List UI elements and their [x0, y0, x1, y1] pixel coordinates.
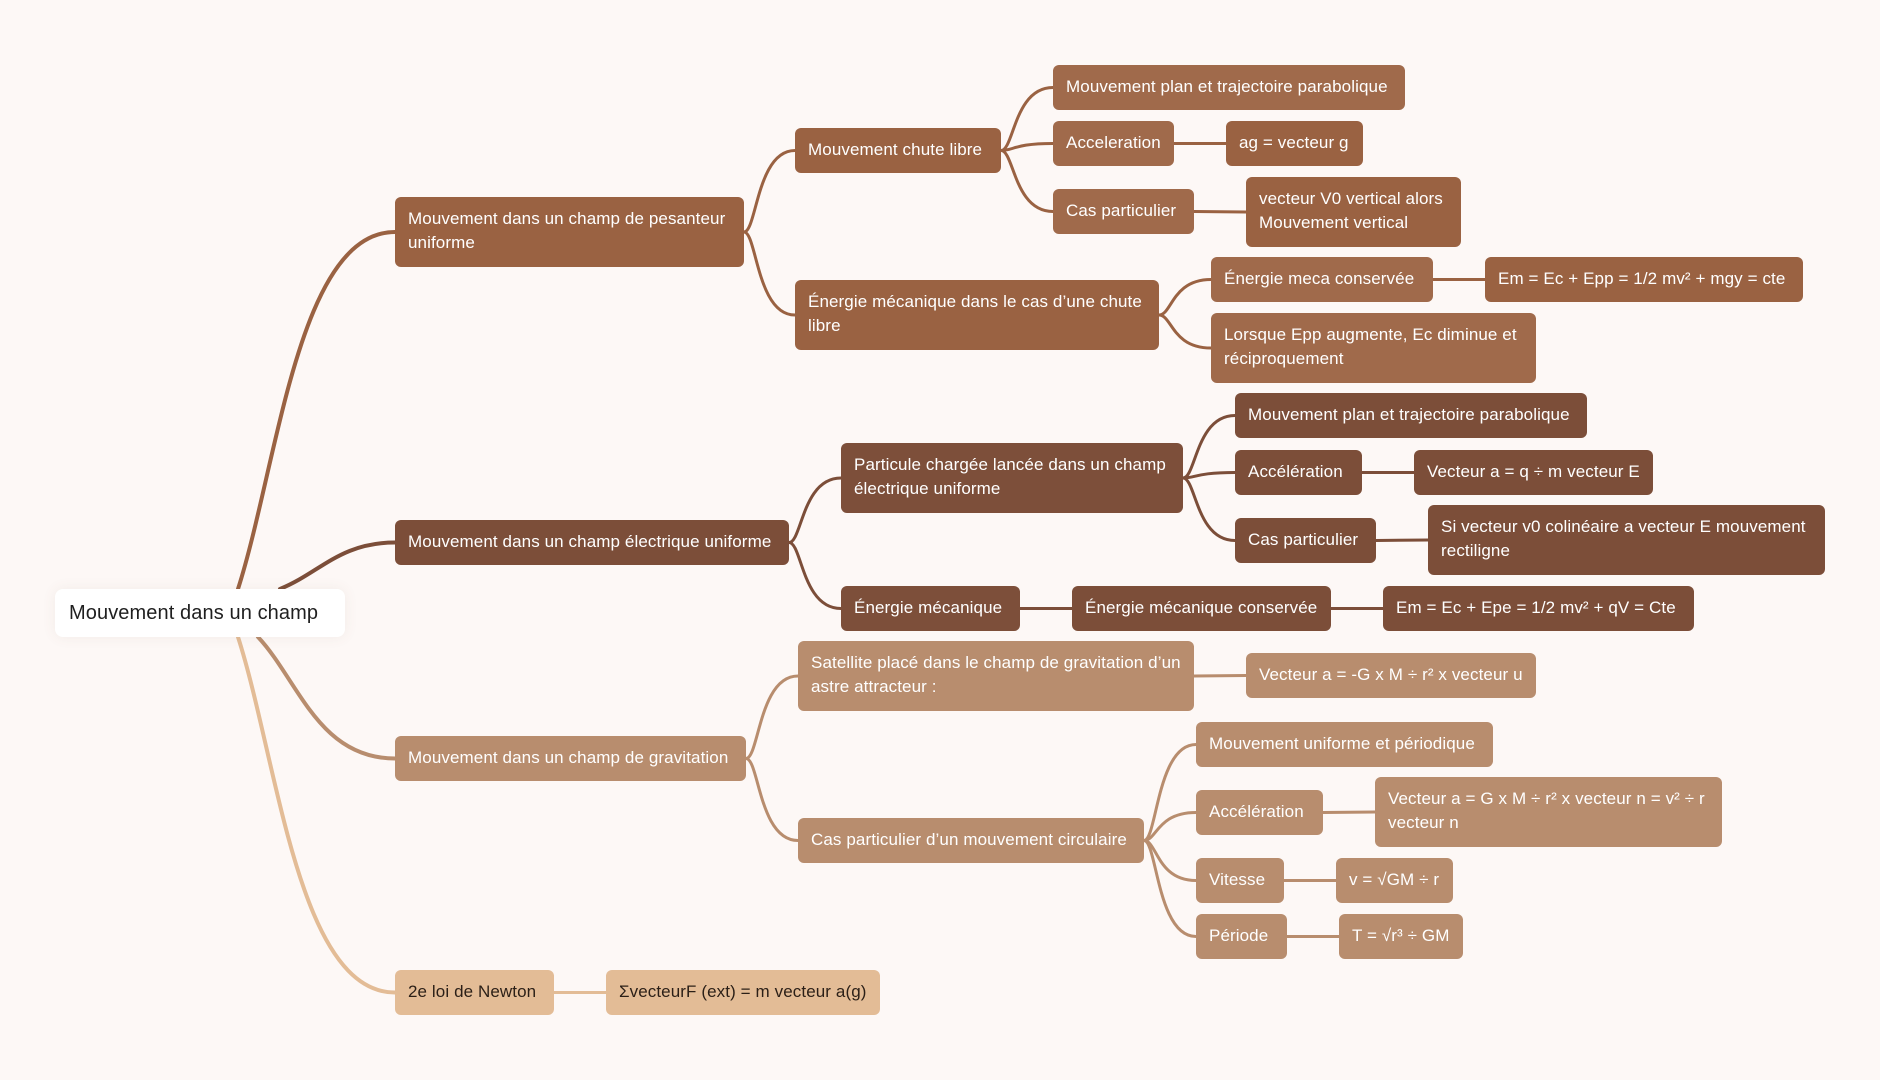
mindmap-node-g2c1[interactable]: v = √GM ÷ r	[1336, 858, 1453, 903]
connector-g-g2	[744, 757, 800, 842]
mindmap-node-p2a[interactable]: Énergie meca conservée	[1211, 257, 1433, 302]
connector-root-n	[236, 635, 397, 995]
connector-e1-e1c	[1181, 476, 1237, 542]
mindmap-node-e2a[interactable]: Énergie mécanique conservée	[1072, 586, 1331, 631]
root-node[interactable]: Mouvement dans un champ	[55, 589, 345, 637]
connector-g2b-g2b1	[1321, 810, 1377, 814]
connector-e1-e1a	[1181, 414, 1237, 480]
connector-root-p	[236, 230, 397, 591]
mindmap-node-g2c[interactable]: Vitesse	[1196, 858, 1284, 903]
mindmap-node-p2[interactable]: Énergie mécanique dans le cas d’une chut…	[795, 280, 1159, 350]
mindmap-node-p2a1[interactable]: Em = Ec + Epp = 1/2 mv² + mgy = cte	[1485, 257, 1803, 302]
mindmap-node-e1b[interactable]: Accélération	[1235, 450, 1362, 495]
connector-p-p2	[742, 230, 797, 317]
connector-p2-p2a	[1157, 278, 1213, 317]
connector-g2-g2b	[1142, 811, 1198, 842]
connector-p1-p1a	[999, 86, 1055, 152]
mindmap-node-p[interactable]: Mouvement dans un champ de pesanteur uni…	[395, 197, 744, 267]
connector-e1-e1b	[1181, 471, 1237, 480]
mindmap-node-p2b[interactable]: Lorsque Epp augmente, Ec diminue et réci…	[1211, 313, 1536, 383]
mindmap-node-p1[interactable]: Mouvement chute libre	[795, 128, 1001, 173]
mindmap-node-e2[interactable]: Énergie mécanique	[841, 586, 1020, 631]
connector-e1c-e1c1	[1374, 538, 1430, 542]
mindmap-node-e1[interactable]: Particule chargée lancée dans un champ é…	[841, 443, 1183, 513]
connector-p1c-p1c1	[1192, 210, 1248, 214]
connector-g2-g2d	[1142, 839, 1198, 938]
connector-root-e	[278, 540, 397, 591]
mindmap-node-g1[interactable]: Satellite placé dans le champ de gravita…	[798, 641, 1194, 711]
mindmap-node-e1a[interactable]: Mouvement plan et trajectoire paraboliqu…	[1235, 393, 1587, 438]
mindmap-node-g2b[interactable]: Accélération	[1196, 790, 1323, 835]
mindmap-node-p1c[interactable]: Cas particulier	[1053, 189, 1194, 234]
mindmap-node-p1b[interactable]: Acceleration	[1053, 121, 1174, 166]
mindmap-node-g2a[interactable]: Mouvement uniforme et périodique	[1196, 722, 1493, 767]
connector-p-p1	[742, 149, 797, 234]
mindmap-node-e1b1[interactable]: Vecteur a = q ÷ m vecteur E	[1414, 450, 1653, 495]
connector-p2-p2b	[1157, 313, 1213, 350]
mindmap-node-n[interactable]: 2e loi de Newton	[395, 970, 554, 1015]
mindmap-node-e[interactable]: Mouvement dans un champ électrique unifo…	[395, 520, 789, 565]
connector-g2-g2a	[1142, 743, 1198, 842]
connector-g1-g1a	[1192, 674, 1248, 678]
connector-e-e2	[787, 541, 843, 610]
connector-p1-p1c	[999, 149, 1055, 213]
mindmap-node-e2a1[interactable]: Em = Ec + Epe = 1/2 mv² + qV = Cte	[1383, 586, 1694, 631]
mindmap-node-n1[interactable]: ΣvecteurF (ext) = m vecteur a(g)	[606, 970, 880, 1015]
mindmap-node-g[interactable]: Mouvement dans un champ de gravitation	[395, 736, 746, 781]
mindmap-node-g2d[interactable]: Période	[1196, 914, 1287, 959]
mindmap-node-g1a[interactable]: Vecteur a = -G x M ÷ r² x vecteur u	[1246, 653, 1536, 698]
mindmap-node-g2[interactable]: Cas particulier d’un mouvement circulair…	[798, 818, 1144, 863]
mindmap-node-p1b1[interactable]: ag = vecteur g	[1226, 121, 1363, 166]
connector-root-g	[256, 635, 397, 761]
mindmap-node-e1c[interactable]: Cas particulier	[1235, 518, 1376, 563]
mindmap-node-p1a[interactable]: Mouvement plan et trajectoire paraboliqu…	[1053, 65, 1405, 110]
connector-e-e1	[787, 476, 843, 544]
connector-g-g1	[744, 674, 800, 760]
mindmap-node-g2b1[interactable]: Vecteur a = G x M ÷ r² x vecteur n = v² …	[1375, 777, 1722, 847]
mindmap-node-p1c1[interactable]: vecteur V0 vertical alors Mouvement vert…	[1246, 177, 1461, 247]
mindmap-node-g2d1[interactable]: T = √r³ ÷ GM	[1339, 914, 1463, 959]
mindmap-node-e1c1[interactable]: Si vecteur v0 colinéaire a vecteur E mou…	[1428, 505, 1825, 575]
